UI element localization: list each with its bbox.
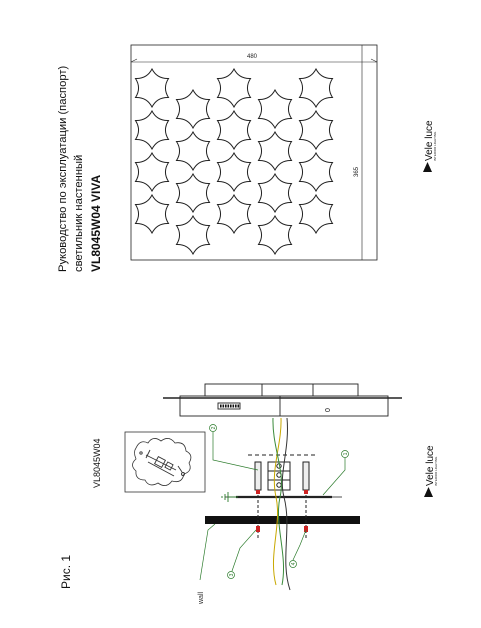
outline-frame (130, 44, 378, 261)
led-dot (235, 404, 237, 408)
switch-label: 0 (325, 408, 332, 412)
width-dimension-arrow-r (370, 58, 378, 63)
shell-tile (298, 193, 334, 235)
wire-yellow (273, 417, 282, 586)
callout-4-number: 4 (291, 562, 297, 565)
title-line-2: светильник настенный (73, 155, 85, 272)
wall (205, 516, 360, 524)
shell-tile (298, 109, 334, 151)
shell-tile (257, 88, 293, 130)
inset-cloud (132, 438, 192, 486)
wall-label: wall (198, 591, 205, 605)
shell-tile (298, 67, 334, 109)
shell-tile (175, 130, 211, 172)
wire-green (272, 417, 285, 586)
luminaire-body (163, 383, 402, 417)
led-dot (232, 404, 235, 408)
shell-tile (216, 109, 252, 151)
callout-2-number: 2 (211, 426, 217, 429)
shell-tile (134, 193, 170, 235)
shell-tile (175, 88, 211, 130)
dimension-drawing (130, 44, 378, 261)
callout-leaders (212, 432, 346, 572)
shell-tile (216, 151, 252, 193)
brand-logo-tagline: INTERIOR LIGHTING (433, 131, 437, 161)
led-dot (237, 404, 240, 408)
callout-1: 1 (341, 450, 349, 458)
detail-inset (124, 431, 206, 493)
inset-bracket-detail (139, 449, 185, 477)
shell-tile-pattern (134, 67, 334, 256)
height-dimension-label: 365 (354, 166, 360, 177)
luminaire-top-cover (204, 383, 359, 397)
shell-tile (298, 151, 334, 193)
brand-logo-bottom: Vele luce INTERIOR LIGHTING (424, 445, 438, 497)
inset-frame (124, 431, 206, 493)
shell-tile (216, 193, 252, 235)
led-dot (225, 404, 227, 408)
led-dot (230, 404, 232, 408)
wire-dark (281, 417, 291, 591)
shell-tile (257, 172, 293, 214)
ground-symbol (221, 492, 238, 502)
shell-tile (216, 67, 252, 109)
title-line-1: Руководство по эксплуатации (паспорт) (57, 66, 69, 272)
width-dimension-arrow-l (130, 58, 138, 63)
terminal-block (267, 461, 291, 491)
wall-leader (199, 523, 216, 581)
brand-logo-mark (424, 487, 433, 497)
shell-tile (175, 214, 211, 256)
led-dot (222, 404, 225, 408)
red-screw-markers (256, 490, 308, 532)
model-title: VL8045W04 VIVA (89, 175, 103, 272)
callout-3-number: 3 (229, 573, 235, 576)
callout-3: 3 (227, 571, 235, 579)
width-dimension-label: 480 (247, 54, 258, 60)
dowel-right (302, 461, 310, 491)
led-dot (227, 404, 230, 408)
brand-logo-mark (423, 162, 432, 172)
figure-model-label: VL8045W04 (92, 438, 102, 488)
supply-wires (272, 417, 291, 591)
figure-label: Рис. 1 (59, 555, 73, 589)
brand-logo-top: Vele luce INTERIOR LIGHTING (423, 120, 437, 172)
shell-tile (134, 151, 170, 193)
title-block: Руководство по эксплуатации (паспорт) св… (57, 66, 103, 272)
brand-logo-tagline: INTERIOR LIGHTING (434, 456, 438, 486)
callout-4: 4 (289, 560, 297, 568)
luminaire-panel (179, 395, 389, 417)
brand-logo-name: Vele luce (425, 445, 436, 486)
led-dot (220, 404, 222, 408)
callout-2: 2 (209, 424, 217, 432)
shell-tile (175, 172, 211, 214)
brand-logo-name: Vele luce (424, 120, 435, 161)
led-strip-dots (220, 404, 240, 408)
shell-tile (134, 67, 170, 109)
shell-tile (257, 214, 293, 256)
shell-tile (257, 130, 293, 172)
dowel-left (254, 461, 262, 491)
shell-tile (134, 109, 170, 151)
callout-1-number: 1 (343, 452, 349, 455)
